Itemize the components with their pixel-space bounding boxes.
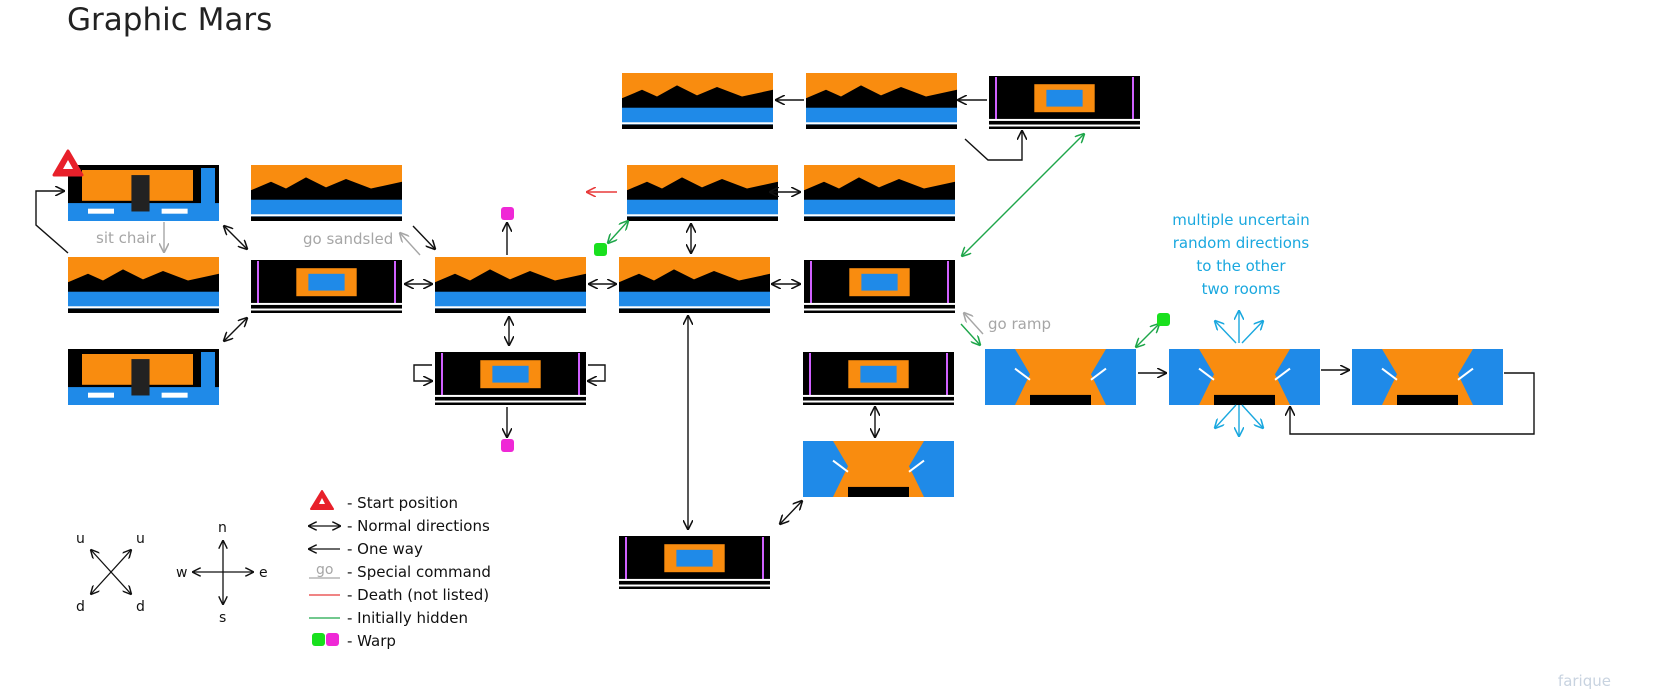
room-city-plaza [619,257,770,313]
warp-magenta-bottom [501,439,514,452]
legend-death-text: - Death (not listed) [347,586,489,604]
start-position-marker [52,149,84,177]
room-dunes [435,349,586,405]
legend-warp-magenta [326,633,339,646]
arrow-dunes-loop-right [588,364,606,381]
legend-start-text: - Start position [347,494,458,512]
label-random-4: two rooms [1202,280,1281,298]
room-vessels [619,533,770,589]
map-labels: sit chair go sandsled go ramp multiple u… [96,211,1310,333]
random-direction-arrows [1215,311,1263,436]
room-lab [803,441,954,497]
room-ship-interior [251,257,402,313]
legend: go - Start position - Normal directions … [309,490,491,650]
legend-go-icon: go [316,562,333,578]
arrow-ramp-warp-green [1136,324,1159,347]
legend-oneway-text: - One way [347,540,423,558]
room-control-panel [68,349,219,405]
arrow-go-sandsled [400,233,421,256]
compass-cardinal [193,541,253,604]
warp-green-ramp [1157,313,1170,326]
legend-special-text: - Special command [347,563,491,581]
arrow-panel-shipinterior [224,318,247,341]
arrow-cockpit-loop [35,191,69,254]
room-stair-corridor [989,73,1140,129]
arrow-plaza-warp-green [608,221,628,243]
label-random-2: random directions [1173,234,1310,252]
warp-magenta-top [501,207,514,220]
compass-e: e [259,565,268,581]
label-random-3: to the other [1196,257,1286,275]
author-signature: farique [1557,672,1611,690]
compass-w: w [176,565,187,581]
compass-u-right: u [136,531,145,547]
arrow-dunes-loop-left [413,364,432,381]
rooms [68,73,1503,589]
compass-n: n [218,520,227,536]
legend-normal-text: - Normal directions [347,517,490,535]
hidden-arrows [608,134,1159,347]
arrow-go-ramp [964,313,984,335]
compass-u-left: u [76,531,85,547]
label-random-1: multiple uncertain [1172,211,1309,229]
room-gateway [627,165,778,221]
arrow-stair-organ [962,134,1084,256]
arrow-stair-loop [964,131,1022,161]
compass-d-left: d [76,599,85,615]
special-arrows [164,222,984,335]
warp-green-plaza [594,243,607,256]
label-go-ramp: go ramp [988,315,1051,333]
room-cockpit-seated [68,257,219,313]
room-ramp-corridor [985,349,1136,405]
arrow-deadend-loop [1290,372,1535,435]
compass-d-right: d [136,599,145,615]
legend-warp-text: - Warp [347,632,396,650]
room-junction [1169,349,1320,405]
room-skyline [622,73,773,129]
arrow-ramp-entry [960,323,980,345]
normal-arrows [224,192,875,529]
oneway-arrows [35,100,1535,437]
warp-markers [501,207,1170,452]
room-street [806,73,957,129]
compass-diagonal [91,550,131,594]
room-pipe-organ [804,257,955,313]
arrow-sandsled-landing [412,225,435,249]
legend-warp-green [312,633,325,646]
room-landing-site [435,257,586,313]
room-workshop [803,349,954,405]
room-billboard [804,165,955,221]
compass-s: s [219,610,226,626]
label-sit-chair: sit chair [96,229,157,247]
label-go-sandsled: go sandsled [303,230,393,248]
room-cockpit [68,165,219,221]
room-dead-end [1352,349,1503,405]
room-sandsled [251,165,402,221]
page-title: Graphic Mars [67,2,273,38]
arrow-vessels-lab [780,501,802,524]
legend-hidden-text: - Initially hidden [347,609,468,627]
arrow-cockpit-shipinterior [224,226,247,249]
